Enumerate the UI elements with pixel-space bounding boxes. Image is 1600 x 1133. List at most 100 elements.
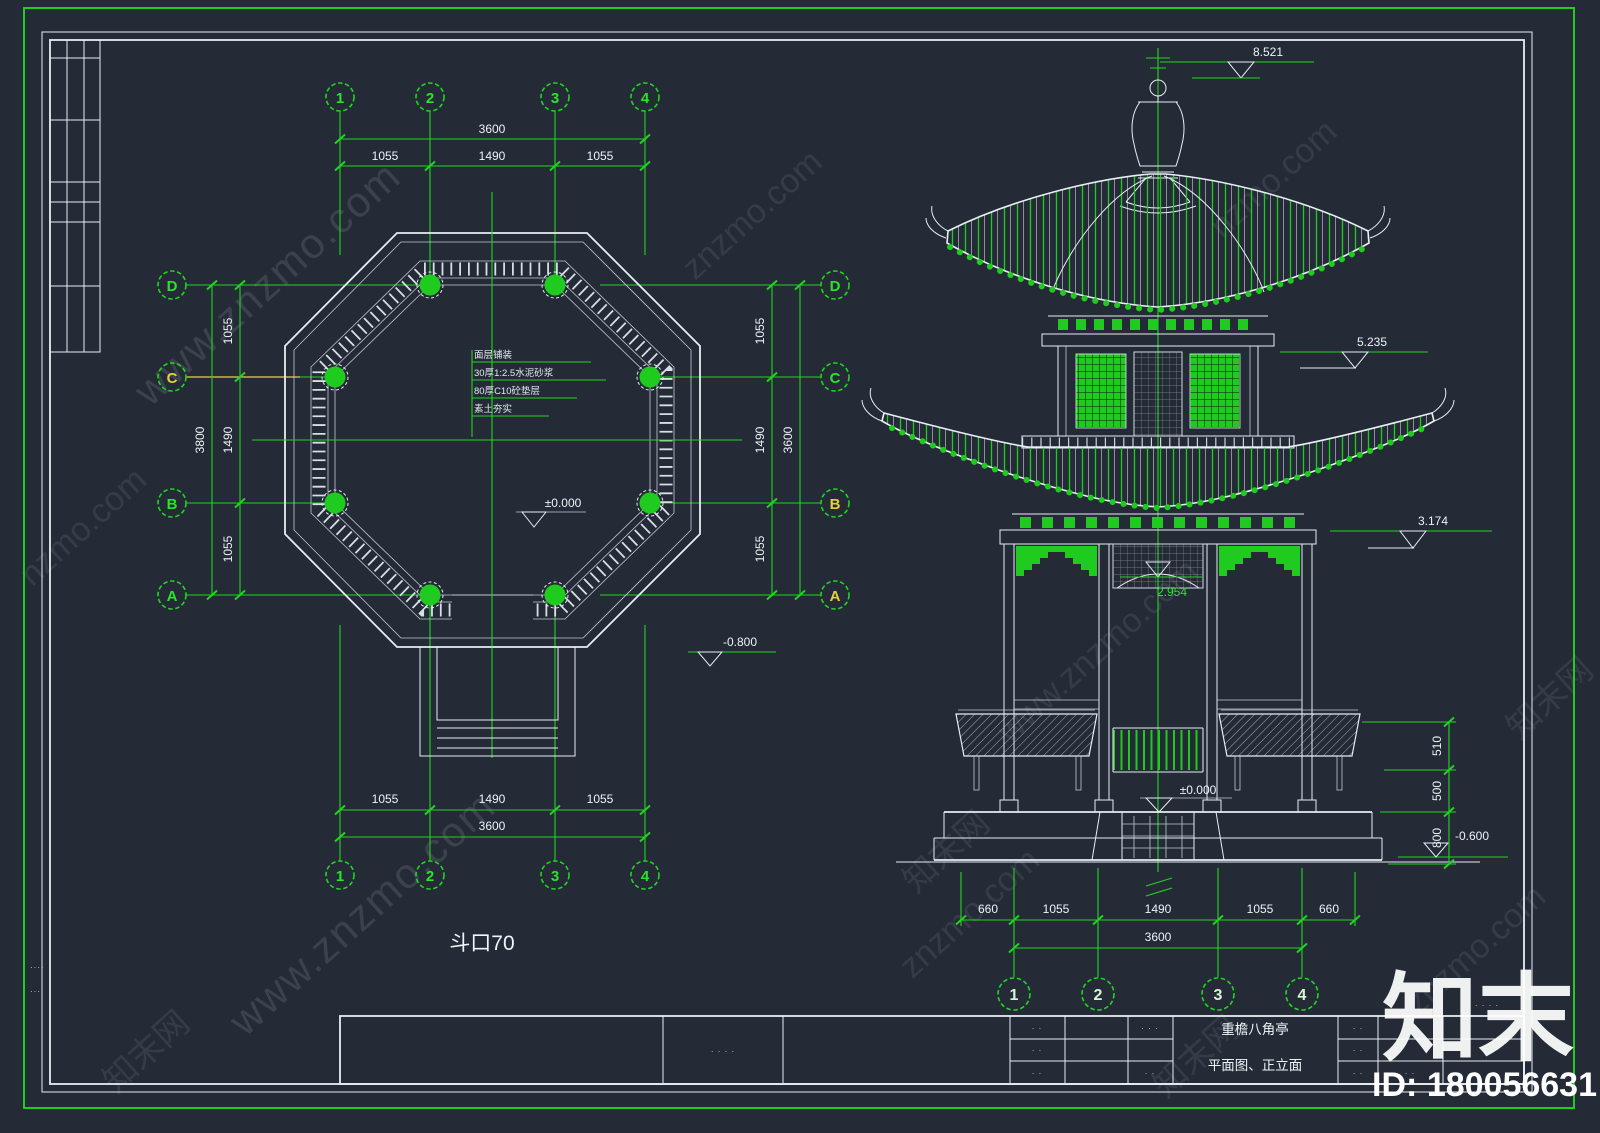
upper-bracket-row xyxy=(1058,319,1248,330)
note-line: 30厚1:2.5水泥砂浆 xyxy=(474,367,554,379)
dim-text: 1490 xyxy=(479,792,506,806)
center-valance xyxy=(1112,543,1204,589)
grid-bubble-label: A xyxy=(167,588,178,605)
plan-caption: 斗口70 xyxy=(449,932,514,955)
margin-mark: ··· xyxy=(30,987,41,996)
titleblock-cell: · · xyxy=(1145,1069,1156,1078)
upper-roof xyxy=(925,173,1391,314)
grid-bubble-label: 2 xyxy=(426,868,434,885)
plan-grid-lines xyxy=(186,111,821,861)
watermark-text: nzmo.com xyxy=(12,460,154,593)
note-line: 面层铺装 xyxy=(474,349,513,361)
titleblock-cell: · · xyxy=(1032,1046,1043,1055)
dim-text: 1055 xyxy=(1043,902,1070,916)
dim-text: 1055 xyxy=(753,535,767,562)
grid-bubble-label: D xyxy=(830,278,841,295)
dim-text: 1055 xyxy=(587,792,614,806)
dim-text: 1055 xyxy=(221,535,235,562)
dim-text: 1055 xyxy=(587,149,614,163)
grid-bubble-label: 2 xyxy=(426,90,434,107)
outer-white-frame xyxy=(41,31,1533,1093)
benches xyxy=(955,699,1361,791)
elevation-grid-bubbles: 1 2 3 4 xyxy=(997,977,1319,1011)
grid-bubble-label: 3 xyxy=(551,90,559,107)
watermark-text: 知末网 xyxy=(1499,650,1600,746)
level-text: 8.521 xyxy=(1253,45,1283,59)
mid-tier xyxy=(1021,315,1295,449)
dim-text: 1055 xyxy=(753,317,767,344)
titleblock-project: 重檐八角亭 xyxy=(1221,1021,1289,1037)
grid-bubble-label: 4 xyxy=(1298,987,1307,1004)
plan-columns xyxy=(321,271,664,609)
dim-text: 3800 xyxy=(193,426,207,453)
grid-bubble-label: 1 xyxy=(336,90,344,107)
dim-text: 1055 xyxy=(372,792,399,806)
dim-text: 660 xyxy=(1319,902,1339,916)
grid-bubble-label: 4 xyxy=(641,868,650,885)
elevation-bottom-dims: 660 1055 1490 1055 660 3600 xyxy=(955,868,1361,977)
titleblock-sheet: 平面图、正立面 xyxy=(1208,1058,1303,1073)
level-text: 5.235 xyxy=(1357,335,1387,349)
margin-mark: ···· xyxy=(30,963,45,972)
dim-text: 1490 xyxy=(221,426,235,453)
level-beam: 2.954 xyxy=(1120,561,1202,599)
titleblock-cell: · · xyxy=(1032,1069,1043,1078)
outer-green-border xyxy=(23,7,1575,1109)
grid-bubble-label: 4 xyxy=(641,90,650,107)
plan-notes: 面层铺装 30厚1:2.5水泥砂浆 80厚C10砼垫层 素土夯实 xyxy=(471,349,606,437)
dim-text: 3600 xyxy=(479,819,506,833)
level-text: 2.954 xyxy=(1157,585,1187,599)
lower-roof xyxy=(861,387,1455,512)
watermark-text: znzmo.com xyxy=(675,142,830,287)
revision-strip xyxy=(49,39,101,353)
elevation-view: 2.954 xyxy=(861,45,1508,1011)
dim-text: 1490 xyxy=(753,426,767,453)
dim-text: 3600 xyxy=(479,122,506,136)
elevation-levels: 8.521 5.235 3.174 ±0.000 -0.600 xyxy=(1140,45,1508,858)
watermark-text: www.znzmo.com xyxy=(219,781,505,1045)
grid-bubble-label: 3 xyxy=(551,868,559,885)
plan-view: 3600 1055 1490 1055 3800 1055 1490 1055 … xyxy=(157,82,850,955)
grid-bubble-label: B xyxy=(167,496,178,513)
znzmo-logo: 知末 xyxy=(1382,966,1574,1073)
dim-text: 800 xyxy=(1430,828,1444,848)
title-block: · · · · · · · · · · · · · · · · · · · · … xyxy=(339,1001,1525,1085)
grid-bubble-label: C xyxy=(167,370,178,387)
elevation-columns xyxy=(999,544,1317,813)
dim-text: 1055 xyxy=(1247,902,1274,916)
titleblock-cell: · · · xyxy=(1141,1024,1158,1033)
titleblock-cell: · · xyxy=(1032,1024,1043,1033)
dim-text: 1490 xyxy=(479,149,506,163)
level-text: -0.600 xyxy=(1455,829,1489,843)
level-text: ±0.000 xyxy=(545,496,582,510)
watermark-text: 知末网 xyxy=(96,1004,197,1100)
dim-text: 1055 xyxy=(221,317,235,344)
grid-bubble-label: B xyxy=(830,496,841,513)
grid-bubble-label: 2 xyxy=(1094,987,1103,1004)
plan-octagon xyxy=(252,192,742,758)
dim-text: 3600 xyxy=(781,426,795,453)
grid-bubble-label: D xyxy=(167,278,178,295)
grid-bubble-label: 3 xyxy=(1214,987,1223,1004)
titleblock-cell: · · xyxy=(1353,1024,1364,1033)
brand-mark: 知末 ID: 180056631 xyxy=(1372,966,1597,1104)
lattice-panels xyxy=(1075,351,1241,437)
plan-steps xyxy=(419,646,576,757)
dim-text: 500 xyxy=(1430,781,1444,801)
grid-bubble-label: C xyxy=(830,370,841,387)
grid-bubble-label: 1 xyxy=(1010,987,1019,1004)
plan-grid-bubbles: 1 2 3 4 1 2 3 4 D C B A D C B A xyxy=(157,82,850,890)
note-line: 素土夯实 xyxy=(474,403,512,415)
dim-text: 1490 xyxy=(1145,902,1172,916)
plan-levels: ±0.000 -0.800 xyxy=(516,496,776,667)
note-line: 80厚C10砼垫层 xyxy=(474,385,540,397)
drawing-id: ID: 180056631 xyxy=(1372,1066,1597,1104)
watermark-layer: www.znzmo.com znzmo.com nzmo.com nzmo.co… xyxy=(12,112,1600,1105)
platform xyxy=(896,811,1480,863)
titleblock-cell: · · xyxy=(1405,1069,1416,1078)
dim-text: 510 xyxy=(1430,736,1444,756)
level-text: -0.800 xyxy=(723,635,757,649)
dim-text: 1055 xyxy=(372,149,399,163)
